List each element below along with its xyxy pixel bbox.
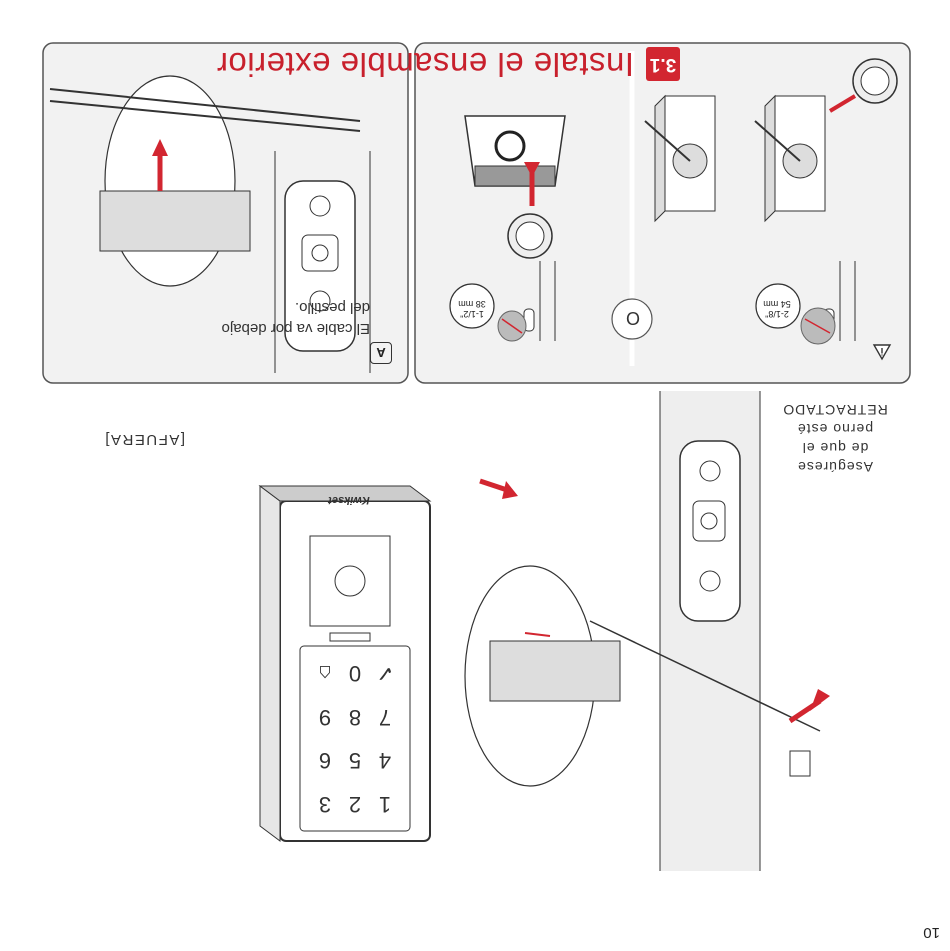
dim-large: 2-1/8" 54 mm xyxy=(759,299,795,319)
dim-large-inch: 2-1/8" xyxy=(759,309,795,319)
key[interactable]: 9 xyxy=(310,704,340,730)
step-title: Instale el ensamble exterior xyxy=(216,45,634,83)
callout-line: RETRACTADO xyxy=(765,400,905,419)
step-badge: 3.1 xyxy=(646,47,680,81)
brand-logo: Kwikset xyxy=(314,494,384,506)
dim-small-inch: 1-1/2" xyxy=(454,309,490,319)
step-title-row: 3.1 Instale el ensamble exterior xyxy=(216,45,680,83)
key[interactable]: 1 xyxy=(370,791,400,817)
callout-line: de que el xyxy=(765,438,905,457)
dim-small-mm: 38 mm xyxy=(454,299,490,309)
or-label: O xyxy=(626,307,640,328)
panel-a-line: El cable va por debajo xyxy=(150,318,370,339)
key[interactable]: ⌂ xyxy=(310,660,340,686)
info-panel: i xyxy=(415,43,910,383)
key[interactable]: 4 xyxy=(370,747,400,773)
panel-a-note: El cable va por debajo del pestillo. xyxy=(150,297,370,339)
callout-line: perno esté xyxy=(765,419,905,438)
recycle-bin-icon xyxy=(465,116,565,186)
key[interactable]: 5 xyxy=(340,747,370,773)
panel-a-line: del pestillo. xyxy=(150,297,370,318)
key[interactable]: 2 xyxy=(340,791,370,817)
key[interactable]: 0 xyxy=(340,660,370,686)
key[interactable]: 6 xyxy=(310,747,340,773)
svg-text:i: i xyxy=(880,345,883,356)
key[interactable]: 8 xyxy=(340,704,370,730)
dim-small: 1-1/2" 38 mm xyxy=(454,299,490,319)
dim-large-mm: 54 mm xyxy=(759,299,795,309)
retracted-callout: Asegúrese de que el perno esté RETRACTAD… xyxy=(765,400,905,476)
panel-a-badge: A xyxy=(370,342,392,364)
key[interactable]: ✓ xyxy=(370,660,400,686)
callout-line: Asegúrese xyxy=(765,457,905,476)
key[interactable]: 7 xyxy=(370,704,400,730)
outside-label: [AFUERA] xyxy=(104,431,185,448)
keypad-grid: 1 2 3 4 5 6 7 8 9 ✓ 0 ⌂ xyxy=(310,651,400,826)
key[interactable]: 3 xyxy=(310,791,340,817)
